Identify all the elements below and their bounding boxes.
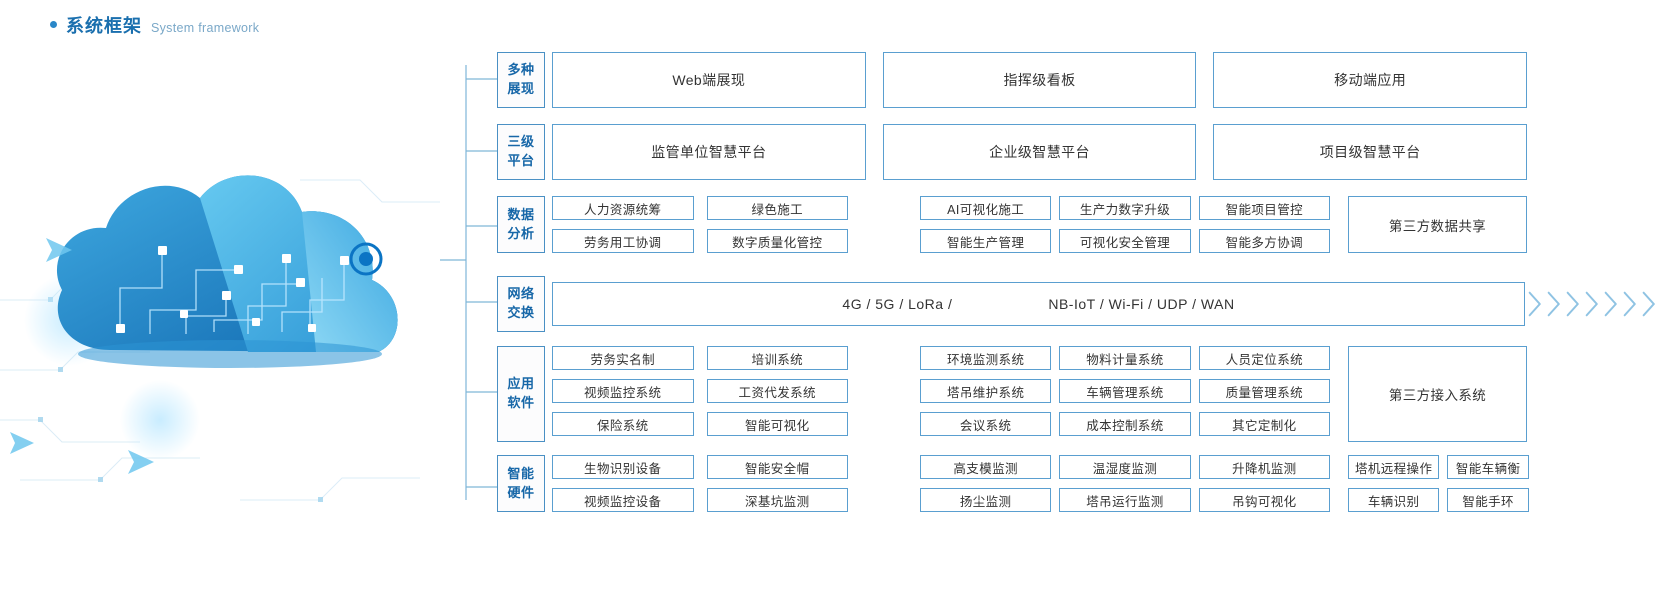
category-line1: 多种 <box>507 62 535 78</box>
cell-labor-realname[interactable]: 劳务实名制 <box>552 346 694 370</box>
cell-smart-production-mgmt[interactable]: 智能生产管理 <box>920 229 1052 253</box>
cell-mobile-app[interactable]: 移动端应用 <box>1213 52 1528 108</box>
cell-hook-visualization[interactable]: 吊钩可视化 <box>1198 488 1330 512</box>
cell-cost-control-system[interactable]: 成本控制系统 <box>1059 412 1191 436</box>
cell-green-construction[interactable]: 绿色施工 <box>706 196 848 220</box>
chevron-right-icon <box>1586 282 1605 326</box>
cell-smart-multiparty-coordination[interactable]: 智能多方协调 <box>1198 229 1330 253</box>
cell-smart-helmet[interactable]: 智能安全帽 <box>706 455 848 479</box>
cell-ai-visual-construction[interactable]: AI可视化施工 <box>920 196 1052 220</box>
cell-smart-project-control[interactable]: 智能项目管控 <box>1198 196 1330 220</box>
cell-video-surveillance-system[interactable]: 视频监控系统 <box>552 379 694 403</box>
cell-insurance-system[interactable]: 保险系统 <box>552 412 694 436</box>
group-data-mid: AI可视化施工 生产力数字升级 智能项目管控 智能生产管理 可视化安全管理 智能… <box>920 196 1330 253</box>
cell-enterprise-platform[interactable]: 企业级智慧平台 <box>882 124 1197 180</box>
cell-hr-coordination[interactable]: 人力资源统筹 <box>552 196 694 220</box>
group-app-mid: 环境监测系统 物料计量系统 人员定位系统 塔吊维护系统 车辆管理系统 质量管理系… <box>920 346 1330 442</box>
chevron-right-icon <box>1548 282 1567 326</box>
cell-regulator-platform[interactable]: 监管单位智慧平台 <box>552 124 866 180</box>
page-title-cn: 系统框架 <box>66 16 142 36</box>
category-line1: 应用 <box>507 376 535 392</box>
network-text-right: NB-IoT / Wi-Fi / UDP / WAN <box>1048 296 1235 312</box>
cell-hoist-monitoring[interactable]: 升降机监测 <box>1198 455 1330 479</box>
cell-vehicle-management-system[interactable]: 车辆管理系统 <box>1059 379 1191 403</box>
chevron-right-icon <box>1643 282 1662 326</box>
chevron-right-icon <box>1624 282 1643 326</box>
cell-deep-foundation-monitoring[interactable]: 深基坑监测 <box>706 488 848 512</box>
category-line2: 分析 <box>507 225 535 241</box>
cell-labor-coordination[interactable]: 劳务用工协调 <box>552 229 694 253</box>
category-line1: 智能 <box>507 465 535 481</box>
category-line1: 网络 <box>507 286 535 302</box>
row-data-analysis: 数据 分析 人力资源统筹 绿色施工 劳务用工协调 数字质量化管控 AI可视化施工… <box>497 196 1527 253</box>
category-label-smart-hardware: 智能 硬件 <box>497 455 545 512</box>
cloud-network-illustration <box>0 175 440 502</box>
row-smart-hardware: 智能 硬件 生物识别设备 智能安全帽 视频监控设备 深基坑监测 高支模监测 温湿… <box>497 455 1529 512</box>
cell-material-metering-system[interactable]: 物料计量系统 <box>1059 346 1191 370</box>
cell-digital-quality-control[interactable]: 数字质量化管控 <box>706 229 848 253</box>
cell-vehicle-recognition[interactable]: 车辆识别 <box>1348 488 1440 512</box>
network-text-left: 4G / 5G / LoRa / <box>842 296 953 312</box>
bullet-dot-icon <box>50 21 57 28</box>
cell-visual-safety-mgmt[interactable]: 可视化安全管理 <box>1059 229 1191 253</box>
chevron-right-icon <box>1529 282 1548 326</box>
category-line2: 硬件 <box>507 484 535 500</box>
cell-third-party-data-sharing[interactable]: 第三方数据共享 <box>1348 196 1527 253</box>
group-data-left: 人力资源统筹 绿色施工 劳务用工协调 数字质量化管控 <box>552 196 848 253</box>
cell-dust-monitoring[interactable]: 扬尘监测 <box>920 488 1052 512</box>
category-label-network: 网络 交换 <box>497 276 545 332</box>
page-title-en: System framework <box>151 21 260 35</box>
group-hw-right: 塔机远程操作 智能车辆衡 车辆识别 智能手环 <box>1348 455 1529 512</box>
row-presentation: 多种 展现 Web端展现 指挥级看板 移动端应用 <box>497 52 1528 108</box>
category-label-application-software: 应用 软件 <box>497 346 545 442</box>
cell-productivity-digital-upgrade[interactable]: 生产力数字升级 <box>1059 196 1191 220</box>
category-line2: 展现 <box>507 81 535 96</box>
cell-command-dashboard[interactable]: 指挥级看板 <box>882 52 1197 108</box>
category-line2: 平台 <box>507 153 535 168</box>
cell-project-platform[interactable]: 项目级智慧平台 <box>1213 124 1528 180</box>
category-label-data-analysis: 数据 分析 <box>497 196 545 253</box>
cell-high-formwork-monitoring[interactable]: 高支模监测 <box>920 455 1052 479</box>
chevron-right-icon <box>1567 282 1586 326</box>
connector-tree <box>440 65 500 500</box>
network-protocol-bar[interactable]: 4G / 5G / LoRa / NB-IoT / Wi-Fi / UDP / … <box>552 282 1525 326</box>
category-line1: 数据 <box>507 206 535 222</box>
group-hw-mid: 高支模监测 温湿度监测 升降机监测 扬尘监测 塔吊运行监测 吊钩可视化 <box>920 455 1330 512</box>
cell-tower-crane-maintenance-system[interactable]: 塔吊维护系统 <box>920 379 1052 403</box>
cell-third-party-access-system[interactable]: 第三方接入系统 <box>1348 346 1527 442</box>
cell-environment-monitoring-system[interactable]: 环境监测系统 <box>920 346 1052 370</box>
cell-biometric-device[interactable]: 生物识别设备 <box>552 455 694 479</box>
page-title: 系统框架 System framework <box>50 12 259 38</box>
cell-smart-wristband[interactable]: 智能手环 <box>1447 488 1529 512</box>
cell-personnel-positioning-system[interactable]: 人员定位系统 <box>1198 346 1330 370</box>
cell-training-system[interactable]: 培训系统 <box>706 346 848 370</box>
chevron-arrow-group <box>1529 282 1662 326</box>
cell-smart-weighbridge[interactable]: 智能车辆衡 <box>1447 455 1529 479</box>
cell-tower-crane-operation-monitoring[interactable]: 塔吊运行监测 <box>1059 488 1191 512</box>
row-application-software: 应用 软件 劳务实名制 培训系统 视频监控系统 工资代发系统 保险系统 智能可视… <box>497 346 1527 442</box>
chevron-right-icon <box>1605 282 1624 326</box>
row-network: 网络 交换 4G / 5G / LoRa / NB-IoT / Wi-Fi / … <box>497 276 1662 332</box>
cell-quality-management-system[interactable]: 质量管理系统 <box>1198 379 1330 403</box>
group-hw-left: 生物识别设备 智能安全帽 视频监控设备 深基坑监测 <box>552 455 848 512</box>
cell-video-surveillance-device[interactable]: 视频监控设备 <box>552 488 694 512</box>
cell-tower-remote-operation[interactable]: 塔机远程操作 <box>1348 455 1440 479</box>
cell-payroll-system[interactable]: 工资代发系统 <box>706 379 848 403</box>
cell-meeting-system[interactable]: 会议系统 <box>920 412 1052 436</box>
cell-other-customization[interactable]: 其它定制化 <box>1198 412 1330 436</box>
group-app-left: 劳务实名制 培训系统 视频监控系统 工资代发系统 保险系统 智能可视化 <box>552 346 848 442</box>
category-line1: 三级 <box>507 134 535 150</box>
cell-web-presentation[interactable]: Web端展现 <box>552 52 866 108</box>
category-line2: 软件 <box>507 395 535 410</box>
category-label-presentation: 多种 展现 <box>497 52 545 108</box>
cell-smart-visualization[interactable]: 智能可视化 <box>706 412 848 436</box>
row-platform: 三级 平台 监管单位智慧平台 企业级智慧平台 项目级智慧平台 <box>497 124 1528 180</box>
cell-temp-humidity-monitoring[interactable]: 温湿度监测 <box>1059 455 1191 479</box>
category-label-platform: 三级 平台 <box>497 124 545 180</box>
category-line2: 交换 <box>507 305 535 320</box>
